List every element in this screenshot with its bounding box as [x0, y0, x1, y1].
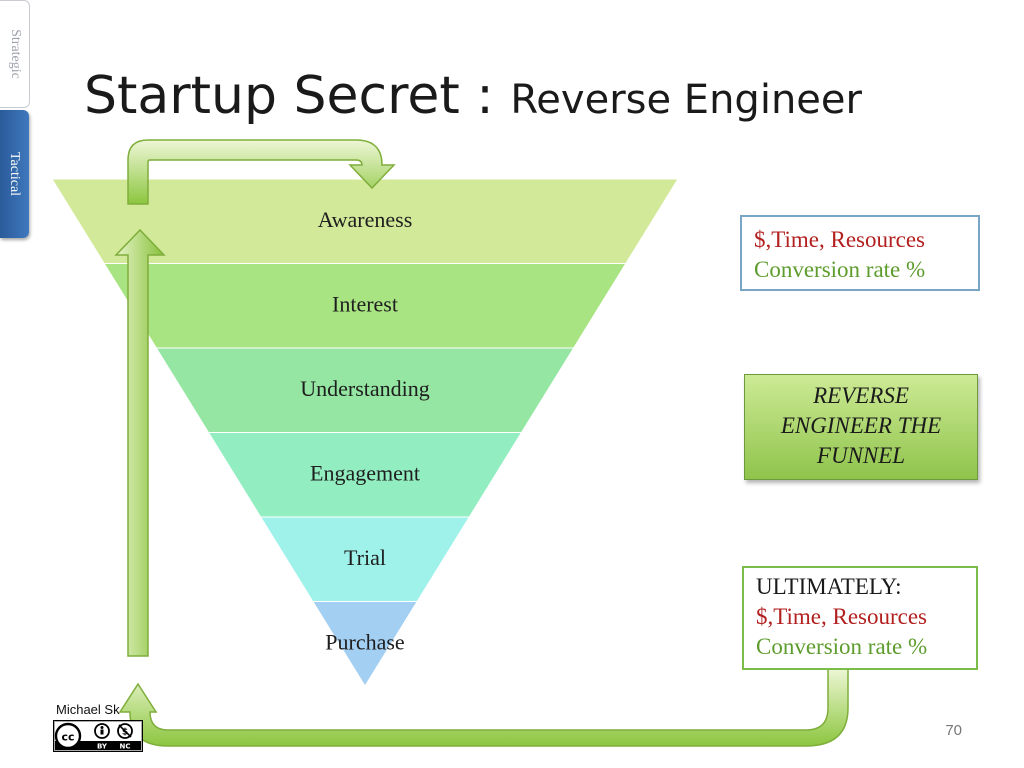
cc-icon: [54, 722, 82, 750]
ultimately-conversion-text: Conversion rate %: [756, 634, 928, 659]
funnel-label-interest: Interest: [332, 292, 398, 317]
up-arrow: [114, 228, 166, 657]
funnel-label-purchase: Purchase: [325, 630, 404, 655]
reverse-line-3: FUNNEL: [816, 443, 906, 468]
funnel-label-awareness: Awareness: [318, 207, 413, 232]
tab-tactical[interactable]: Tactical: [0, 110, 29, 238]
title-main: Startup Secret :: [84, 66, 511, 126]
page-number: 70: [945, 722, 962, 739]
license-by: BY: [97, 743, 108, 751]
bottom-return-arrow: [118, 667, 849, 747]
ultimately-box: ULTIMATELY: $,Time, Resources Conversion…: [742, 566, 978, 670]
funnel-label-understanding: Understanding: [300, 376, 430, 401]
funnel-label-engagement: Engagement: [310, 461, 420, 486]
conversion-text: Conversion rate %: [754, 257, 926, 282]
creative-commons-badge[interactable]: cc $ BY NC: [53, 720, 143, 752]
cost-text: $,Time, Resources: [754, 227, 926, 252]
ultimately-cost-text: $,Time, Resources: [756, 604, 928, 629]
funnel-layers: AwarenessInterestUnderstandingEngagement…: [51, 178, 679, 687]
top-bent-arrow: [127, 139, 396, 205]
ultimately-label: ULTIMATELY:: [756, 574, 902, 599]
author-name: Michael Sk: [56, 702, 120, 717]
tab-strategic[interactable]: Strategic: [0, 0, 30, 108]
cc-icon-text: cc: [61, 731, 74, 744]
reverse-line-1: REVERSE: [813, 383, 909, 408]
svg-text:$: $: [122, 728, 128, 738]
page-title: Startup Secret : Reverse Engineer: [84, 66, 862, 126]
cost-conversion-box: $,Time, Resources Conversion rate %: [740, 215, 980, 291]
reverse-engineer-box: REVERSE ENGINEER THE FUNNEL: [744, 374, 978, 480]
title-sub: Reverse Engineer: [510, 77, 862, 123]
funnel-label-trial: Trial: [344, 545, 386, 570]
license-nc: NC: [120, 743, 131, 751]
funnel-layer-purchase: [311, 601, 419, 687]
reverse-line-2: ENGINEER THE: [780, 413, 942, 438]
